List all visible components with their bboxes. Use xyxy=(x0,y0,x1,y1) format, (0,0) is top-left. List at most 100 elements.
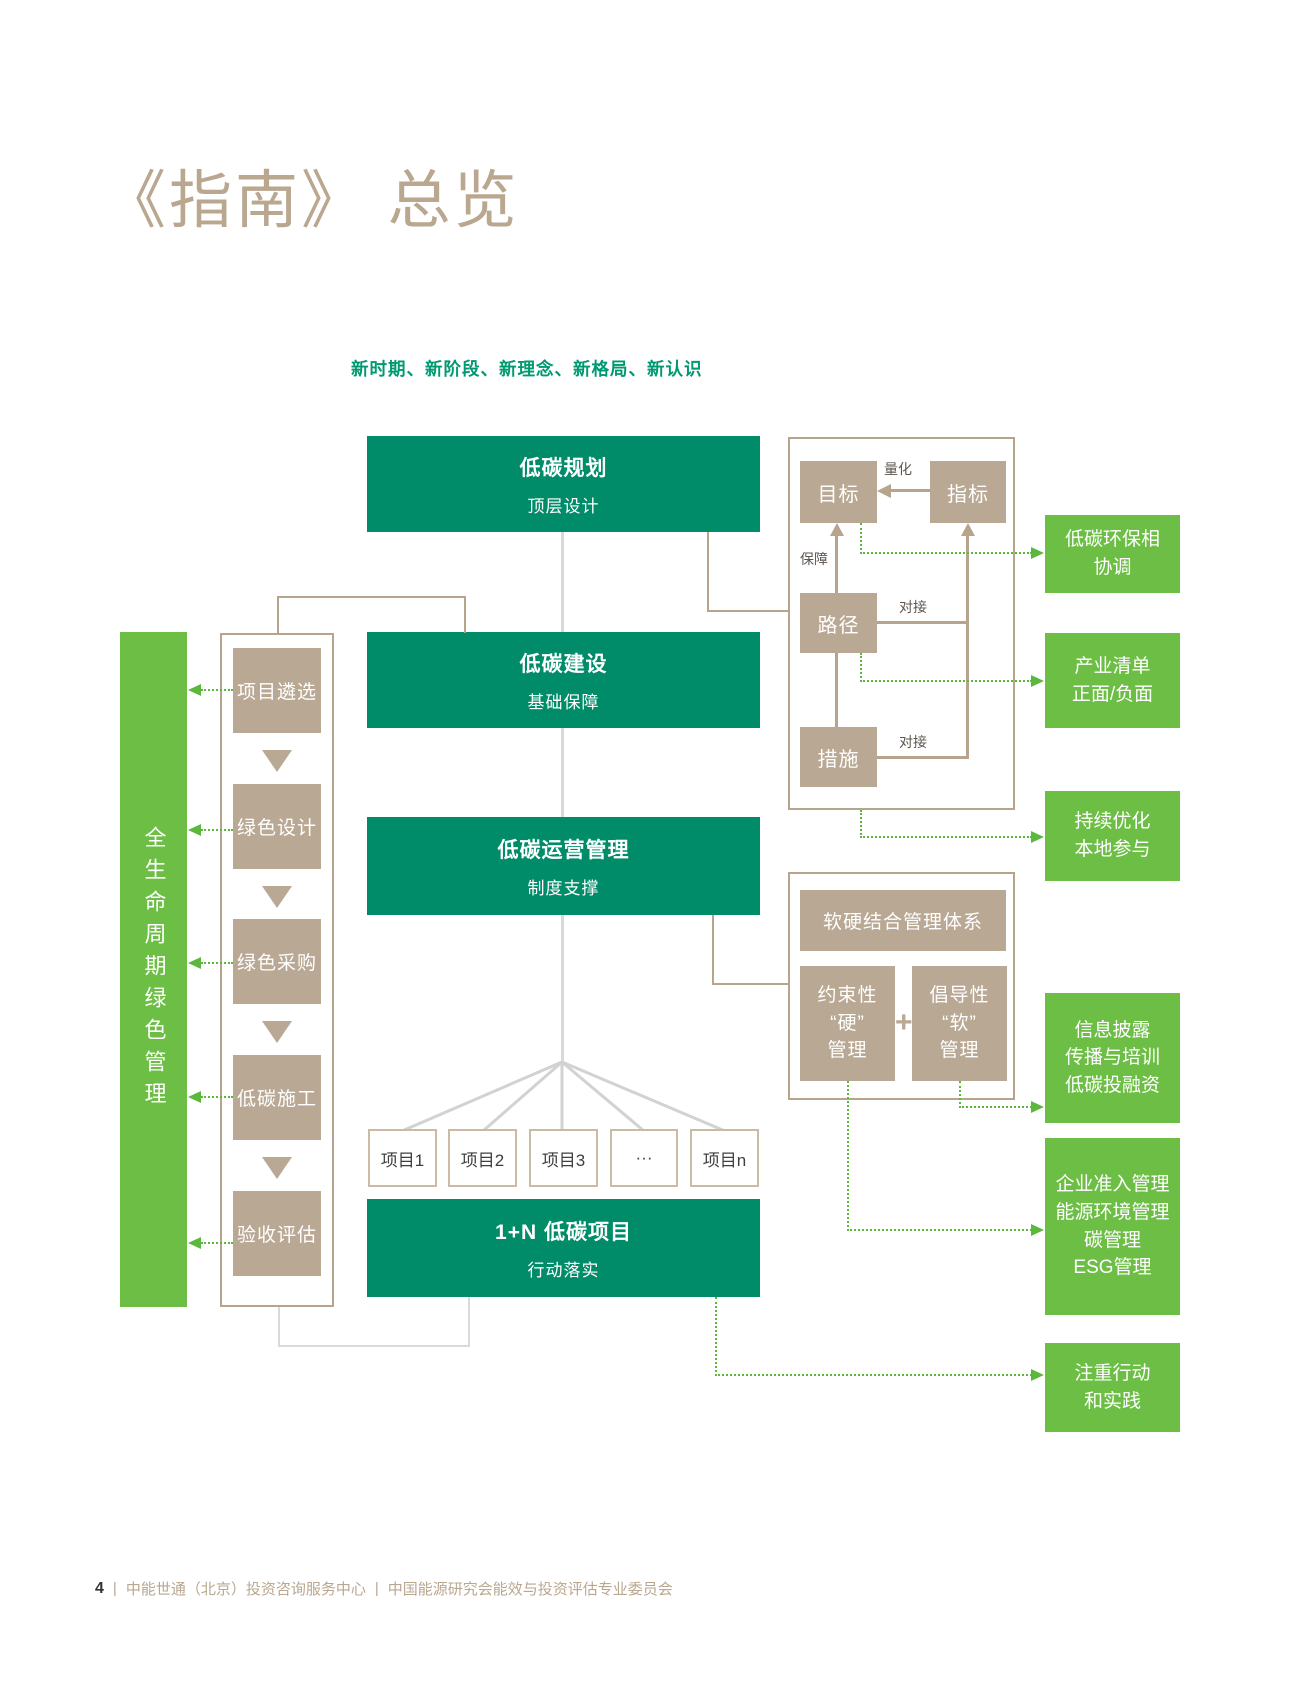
left-arrow-icon xyxy=(188,957,201,969)
up-arrow-icon xyxy=(830,523,844,536)
fan-connector xyxy=(401,1060,726,1133)
connector xyxy=(707,610,788,612)
connector xyxy=(468,1297,470,1347)
fan-line xyxy=(561,1060,645,1133)
dotted-link xyxy=(201,1096,233,1098)
dotted-link xyxy=(847,1081,849,1231)
flow-box-projects-subtitle: 行动落实 xyxy=(527,1260,600,1280)
measure-box: 措施 xyxy=(800,727,877,787)
planning-detail-frame xyxy=(788,437,1015,810)
dotted-link xyxy=(860,552,1032,554)
dotted-link xyxy=(201,829,233,831)
project-box-3: 项目3 xyxy=(529,1129,598,1187)
flow-box-planning-title: 低碳规划 xyxy=(519,456,608,480)
left-arrow-icon xyxy=(877,484,891,498)
step-green-design: 绿色设计 xyxy=(233,784,321,869)
guarantee-arrow xyxy=(835,535,838,594)
left-arrow-icon xyxy=(188,1237,201,1249)
fan-line xyxy=(401,1060,563,1133)
dotted-link xyxy=(847,1229,1032,1231)
outcome-action: 注重行动 和实践 xyxy=(1045,1343,1180,1432)
lifecycle-bar-label: 全生命周期绿色管理 xyxy=(141,825,167,1114)
flow-box-construction-subtitle: 基础保障 xyxy=(527,692,600,712)
outcome-coordination: 低碳环保相 协调 xyxy=(1045,515,1180,593)
spine-segment xyxy=(561,915,564,1063)
flow-box-projects: 1+N 低碳项目 行动落实 xyxy=(367,1199,760,1297)
down-arrow-icon xyxy=(262,750,292,772)
project-box-ellipsis: ··· xyxy=(610,1129,678,1187)
connector xyxy=(277,596,466,598)
lifecycle-steps-frame xyxy=(220,633,334,1307)
left-arrow-icon xyxy=(188,684,201,696)
banner-text: 新时期、新阶段、新理念、新格局、新认识 xyxy=(351,359,703,379)
flow-box-construction: 低碳建设 基础保障 xyxy=(367,632,760,728)
dotted-link xyxy=(715,1374,1032,1376)
spine-segment xyxy=(561,532,564,632)
indicator-box: 指标 xyxy=(930,461,1006,523)
outcome-optimization: 持续优化 本地参与 xyxy=(1045,791,1180,881)
right-arrow-icon xyxy=(1031,1101,1044,1113)
dotted-link xyxy=(860,653,862,682)
flow-box-planning: 低碳规划 顶层设计 xyxy=(367,436,760,532)
guarantee-label: 保障 xyxy=(800,551,828,567)
outcome-disclosure: 信息披露 传播与培训 低碳投融资 xyxy=(1045,993,1180,1123)
project-box-1: 项目1 xyxy=(368,1129,437,1187)
outcome-esg: 企业准入管理 能源环境管理 碳管理 ESG管理 xyxy=(1045,1138,1180,1315)
lifecycle-bar: 全生命周期绿色管理 xyxy=(120,632,187,1307)
flow-box-projects-title: 1+N 低碳项目 xyxy=(495,1220,632,1244)
right-arrow-icon xyxy=(1031,1369,1044,1381)
left-arrow-icon xyxy=(188,824,201,836)
quantify-arrow xyxy=(889,489,930,492)
hard-management-box: 约束性 “硬” 管理 xyxy=(800,966,895,1081)
fan-line xyxy=(561,1060,726,1133)
dotted-link xyxy=(715,1297,717,1376)
connector xyxy=(877,756,968,759)
footer-separator: | xyxy=(112,1580,117,1597)
step-project-selection: 项目遴选 xyxy=(233,648,321,733)
project-box-2: 项目2 xyxy=(448,1129,517,1187)
goal-box: 目标 xyxy=(800,461,877,523)
connector xyxy=(835,653,838,727)
step-lowcarbon-construction: 低碳施工 xyxy=(233,1055,321,1140)
plus-icon: + xyxy=(895,1006,913,1039)
footer-org-secondary: 中国能源研究会能效与投资评估专业委员会 xyxy=(387,1581,673,1598)
fan-line xyxy=(482,1060,563,1133)
up-arrow-icon xyxy=(961,523,975,536)
path-box: 路径 xyxy=(800,593,877,653)
down-arrow-icon xyxy=(262,886,292,908)
dotted-link xyxy=(959,1081,961,1108)
management-system-box: 软硬结合管理体系 xyxy=(800,890,1006,951)
outcome-industry-list: 产业清单 正面/负面 xyxy=(1045,633,1180,728)
flow-box-operation-title: 低碳运营管理 xyxy=(497,838,630,862)
step-green-procurement: 绿色采购 xyxy=(233,919,321,1004)
page-title: 《指南》 总览 xyxy=(103,166,520,236)
right-arrow-icon xyxy=(1031,547,1044,559)
dotted-link xyxy=(201,962,233,964)
dotted-link xyxy=(860,836,1032,838)
dotted-link xyxy=(201,689,233,691)
connector xyxy=(707,532,709,612)
right-arrow-icon xyxy=(1031,1224,1044,1236)
down-arrow-icon xyxy=(262,1021,292,1043)
step-acceptance-evaluation: 验收评估 xyxy=(233,1191,321,1276)
connector xyxy=(464,596,466,633)
flow-box-operation: 低碳运营管理 制度支撑 xyxy=(367,817,760,915)
management-frame xyxy=(788,872,1015,1100)
dotted-link xyxy=(201,1242,233,1244)
connector xyxy=(278,1345,470,1347)
page-number: 4 xyxy=(95,1579,104,1597)
connector xyxy=(712,983,788,985)
dotted-link xyxy=(860,680,1032,682)
connector xyxy=(278,1307,280,1347)
connect-arrow xyxy=(966,535,969,759)
down-arrow-icon xyxy=(262,1157,292,1179)
flow-box-construction-title: 低碳建设 xyxy=(519,652,608,676)
soft-management-box: 倡导性 “软” 管理 xyxy=(912,966,1007,1081)
connector xyxy=(277,596,279,634)
connector xyxy=(712,915,714,985)
footer-separator: | xyxy=(374,1580,379,1597)
flow-box-planning-subtitle: 顶层设计 xyxy=(527,496,600,516)
right-arrow-icon xyxy=(1031,675,1044,687)
spine-segment xyxy=(561,728,564,817)
